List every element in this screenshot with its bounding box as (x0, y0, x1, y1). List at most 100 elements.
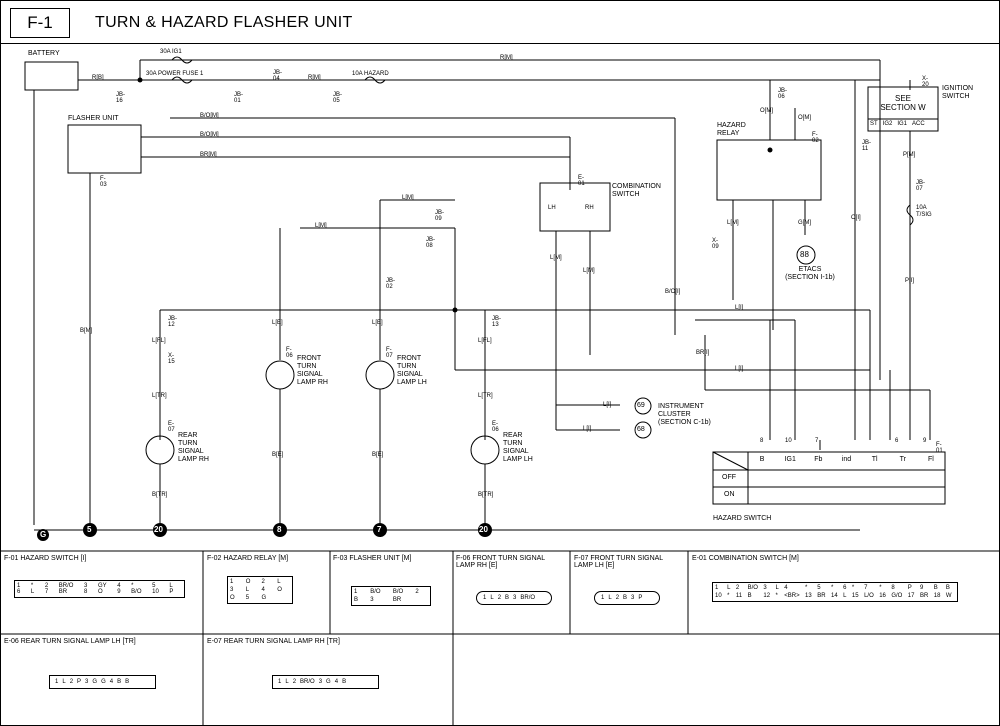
e01-c30: 15 (851, 593, 859, 599)
f07-c3: B (623, 595, 628, 601)
e01-c32: 16 (879, 593, 886, 599)
front-lh-3: SIGNAL (397, 371, 423, 378)
conn-f07: F-07 (386, 347, 393, 359)
f01-c5: GY (97, 583, 107, 589)
battery-label: BATTERY (28, 50, 60, 57)
rear-rh-3: SIGNAL (178, 448, 204, 455)
ground-label-20b: 20 (479, 525, 488, 534)
ground-label-g: G (40, 530, 47, 539)
wire-misc-9: B[M] (80, 328, 93, 334)
ignition-line2: SWITCH (942, 93, 970, 100)
e06-c3: P (77, 679, 82, 685)
f06-c0: 1 (483, 595, 487, 601)
front-rh-1: FRONT (297, 355, 322, 362)
f06-c5: BR/O (520, 595, 536, 601)
front-lh-4: LAMP LH (397, 379, 427, 386)
e01-c24: * (775, 593, 778, 599)
etacs-line2: (SECTION I-1b) (785, 274, 835, 281)
etacs-line1: ETACS (798, 266, 822, 273)
f01-c9: L (169, 583, 173, 589)
e01-c21: 11 (735, 593, 743, 599)
e07-c2: 2 (292, 679, 297, 685)
panel-f02-title: F-02 HAZARD RELAY [M] (207, 555, 289, 562)
flasher-box (67, 124, 142, 174)
ign-acc: ACC (912, 121, 925, 127)
switch-table-headers: B IG1 Fb ind Tl Tr Fl (748, 456, 945, 463)
rear-lh-2: TURN (503, 440, 523, 447)
hazard-relay-label: HAZARD RELAY (717, 122, 746, 138)
cluster-pin-68: 68 (637, 426, 645, 433)
e01-c26: 13 (805, 593, 812, 599)
e01-c27: BR (817, 593, 826, 599)
e01-c4: 3 (763, 585, 767, 591)
e07-c0: 1 (278, 679, 282, 685)
ign-st: ST (870, 121, 878, 127)
e01-c16: 9 (919, 585, 924, 591)
see-section-label: SEE SECTION W (870, 94, 936, 112)
e01-c2: 2 (735, 585, 740, 591)
wire-misc-3: O[M] (798, 115, 811, 121)
e06-c5: G (92, 679, 98, 685)
cluster-69-circle (634, 397, 652, 415)
sw-col-ig1: IG1 (784, 456, 796, 463)
e01-c13: * (879, 585, 882, 591)
conn-x15: X-15 (168, 353, 175, 365)
rear-rh-lamp (145, 435, 175, 465)
wire-misc-2: O[M] (760, 108, 773, 114)
f01-c16: 9 (117, 589, 121, 595)
f01-c8: 5 (152, 583, 156, 589)
e01-c0: 1 (715, 585, 719, 591)
e06-c1: L (62, 679, 66, 685)
conn-f03: F-03 (100, 176, 107, 188)
wire-misc-14: L[TR] (152, 393, 167, 399)
f07-c4: 3 (631, 595, 635, 601)
ground-8 (273, 523, 287, 537)
ground-20-lh (478, 523, 492, 537)
e07-c5: G (326, 679, 331, 685)
wire-misc-23: BR[I] (696, 350, 710, 356)
fuse-power-1 (171, 76, 193, 84)
front-rh-lamp (265, 360, 295, 390)
etacs-label: ETACS (SECTION I-1b) (775, 266, 845, 282)
wire-misc-0: L[M] (315, 223, 327, 229)
sw-row-on: ON (724, 491, 735, 498)
f02-c6: 4 (261, 587, 265, 593)
conn-f02: F-02 (812, 132, 819, 144)
conn-jb09: JB-09 (435, 210, 444, 222)
f03-c4: B (354, 597, 359, 603)
e06-c8: B (117, 679, 122, 685)
wire-misc-7: O[I] (851, 215, 861, 221)
conn-x09: X-09 (712, 238, 719, 250)
e01-c35: BR (919, 593, 929, 599)
e01-c15: P (907, 585, 912, 591)
f02-c3: L (277, 579, 281, 585)
tsig-1: 10A (916, 205, 927, 211)
conn-e07: E-07 (168, 421, 175, 433)
tsig-2: T/SIG (916, 212, 932, 218)
panel-e01-title: E-01 COMBINATION SWITCH [M] (692, 555, 799, 562)
e01-c7: * (805, 585, 808, 591)
ign-ig1: IG1 (897, 121, 908, 127)
panel-f03-title: F-03 FLASHER UNIT [M] (333, 555, 412, 562)
f02-c7: O (277, 587, 282, 593)
front-rh-2: TURN (297, 363, 317, 370)
rear-rh-1: REAR (178, 432, 198, 439)
wire-misc-8: P[I] (905, 278, 915, 284)
etacs-num: 88 (800, 250, 809, 259)
e01-c17: B (933, 585, 938, 591)
wire-misc-10: L[E] (272, 320, 283, 326)
wire-misc-12: L[FL] (152, 338, 166, 344)
conn-x20: X-20 (922, 76, 929, 88)
fuse-30a-ig1 (171, 56, 193, 64)
f03-c1: B/O (370, 589, 381, 595)
wire-misc-21: L[M] (583, 268, 595, 274)
sw-row-off: OFF (722, 474, 736, 481)
section-code: F-1 (10, 8, 70, 38)
fuse-10a-hazard (364, 76, 386, 84)
f02-c2: 2 (261, 579, 265, 585)
rh-label: RH (585, 205, 594, 211)
